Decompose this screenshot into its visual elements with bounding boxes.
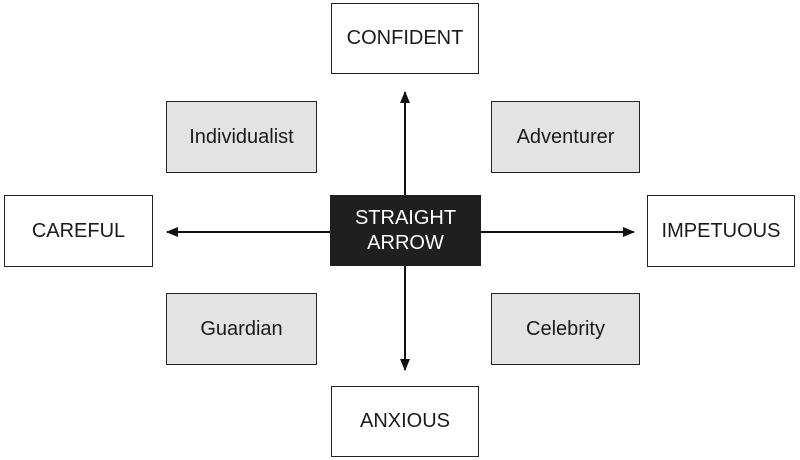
axis-box-anxious: ANXIOUS: [331, 386, 479, 457]
axis-box-confident: CONFIDENT: [331, 3, 479, 74]
axis-box-careful: CAREFUL: [4, 195, 153, 267]
center-label-line1: STRAIGHT: [354, 206, 457, 229]
center-label-line2: ARROW: [367, 231, 444, 254]
axis-label-impetuous: IMPETUOUS: [661, 219, 781, 242]
quadrant-label-guardian: Guardian: [200, 317, 283, 340]
axis-label-confident: CONFIDENT: [346, 27, 464, 49]
quadrant-label-adventurer: Adventurer: [516, 125, 615, 148]
axis-label-careful: CAREFUL: [31, 219, 126, 242]
quadrant-box-adventurer: Adventurer: [491, 101, 640, 173]
quadrant-box-guardian: Guardian: [166, 293, 317, 365]
axis-label-anxious: ANXIOUS: [359, 410, 451, 432]
center-box-straight-arrow: STRAIGHT ARROW: [330, 195, 481, 266]
quadrant-label-individualist: Individualist: [189, 125, 294, 148]
quadrant-box-celebrity: Celebrity: [491, 293, 640, 365]
axis-box-impetuous: IMPETUOUS: [647, 195, 795, 267]
quadrant-box-individualist: Individualist: [166, 101, 317, 173]
quadrant-label-celebrity: Celebrity: [526, 317, 605, 340]
